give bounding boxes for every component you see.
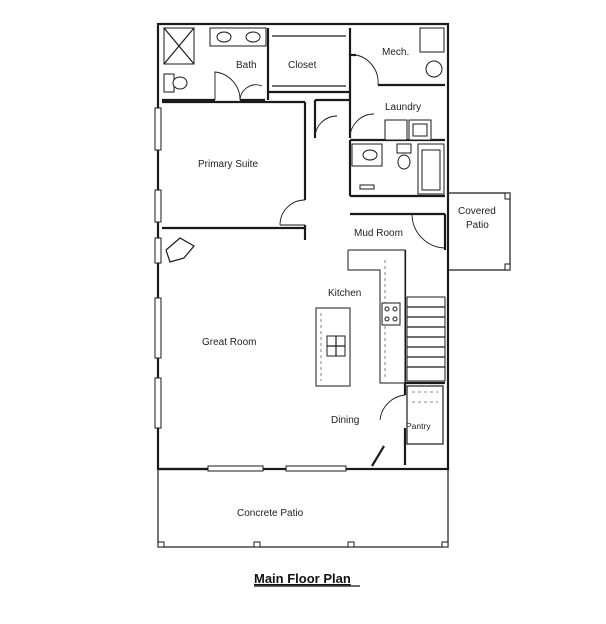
closet-rods (272, 35, 346, 87)
pantry-label: Pantry (406, 421, 431, 431)
stairs (406, 296, 446, 382)
covered-patio-outline (448, 192, 511, 271)
primary-suite-door (279, 199, 306, 226)
exterior-walls (156, 22, 450, 471)
fireplace (165, 237, 195, 263)
mud-room-door (411, 213, 447, 250)
laundry-fixtures (314, 113, 432, 141)
interior-walls (162, 28, 445, 467)
laundry-label: Laundry (385, 102, 421, 113)
plan-caption: Main Floor Plan (254, 571, 351, 586)
dining-label: Dining (331, 415, 359, 426)
great-room-label: Great Room (202, 337, 256, 348)
windows (154, 107, 347, 472)
secondary-bath-fixtures (351, 143, 445, 195)
closet-label: Closet (288, 60, 317, 71)
covered-patio-label-line2: Patio (466, 220, 489, 231)
mech-label: Mech. (382, 47, 409, 58)
bath-label: Bath (236, 60, 257, 71)
pantry-fixtures (379, 385, 444, 445)
bath-fixtures (163, 27, 267, 101)
kitchen-label: Kitchen (328, 288, 361, 299)
primary-suite-label: Primary Suite (198, 159, 258, 170)
covered-patio-label-line1: Covered (458, 206, 496, 217)
concrete-patio-label: Concrete Patio (237, 508, 304, 519)
mud-room-label: Mud Room (354, 228, 403, 239)
kitchen-counters (315, 249, 406, 387)
mech-fixtures (355, 27, 445, 86)
